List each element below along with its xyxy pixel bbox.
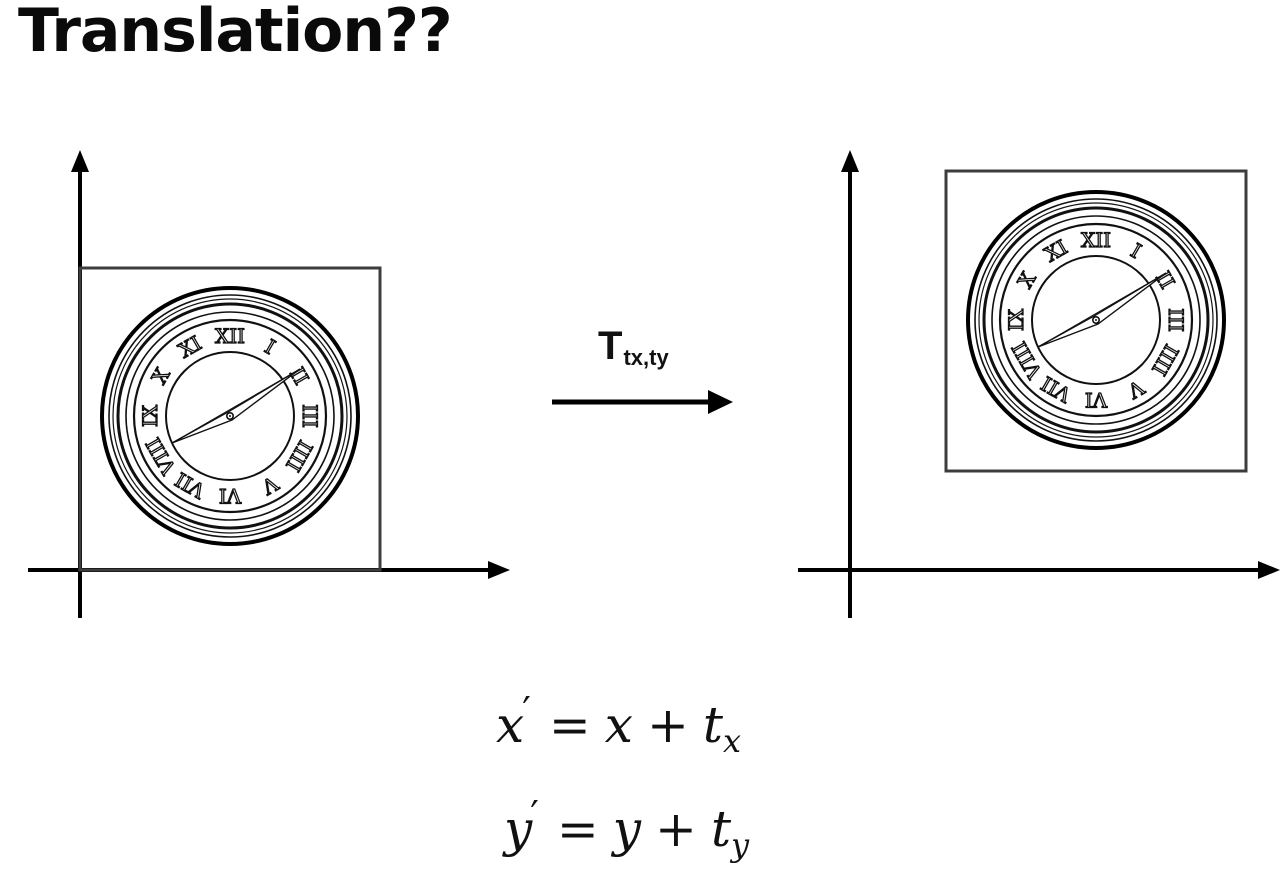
equation-y: y′=y+ty <box>504 778 749 882</box>
right-clock-image <box>968 192 1224 448</box>
eq-x-equals: = <box>549 696 591 754</box>
equation-x: x′=x+tx <box>496 674 749 778</box>
eq-x-rhs-var: x <box>605 696 633 754</box>
transform-symbol: T <box>598 324 622 368</box>
eq-y-rhs-var: y <box>613 800 641 858</box>
left-y-arrowhead <box>71 150 89 172</box>
eq-y-t: t <box>711 800 731 858</box>
eq-y-sub: y <box>731 826 749 864</box>
eq-y-equals: = <box>557 800 599 858</box>
eq-y-plus: + <box>655 800 697 858</box>
eq-x-lhs: x <box>496 696 524 754</box>
eq-x-prime: ′ <box>522 689 531 733</box>
translation-equations: x′=x+tx y′=y+ty <box>496 674 749 882</box>
right-x-arrowhead <box>1258 561 1280 579</box>
eq-x-sub: x <box>723 722 741 760</box>
eq-x-t: t <box>703 696 723 754</box>
transform-label: Ttx,ty <box>598 324 669 371</box>
right-y-arrowhead <box>841 150 859 172</box>
left-clock-image <box>102 288 358 544</box>
left-x-arrowhead <box>488 561 510 579</box>
transform-subscript: tx,ty <box>623 345 668 370</box>
eq-y-lhs: y <box>504 800 532 858</box>
transform-arrow-head <box>708 390 733 414</box>
eq-y-prime: ′ <box>530 793 539 837</box>
eq-x-plus: + <box>647 696 689 754</box>
